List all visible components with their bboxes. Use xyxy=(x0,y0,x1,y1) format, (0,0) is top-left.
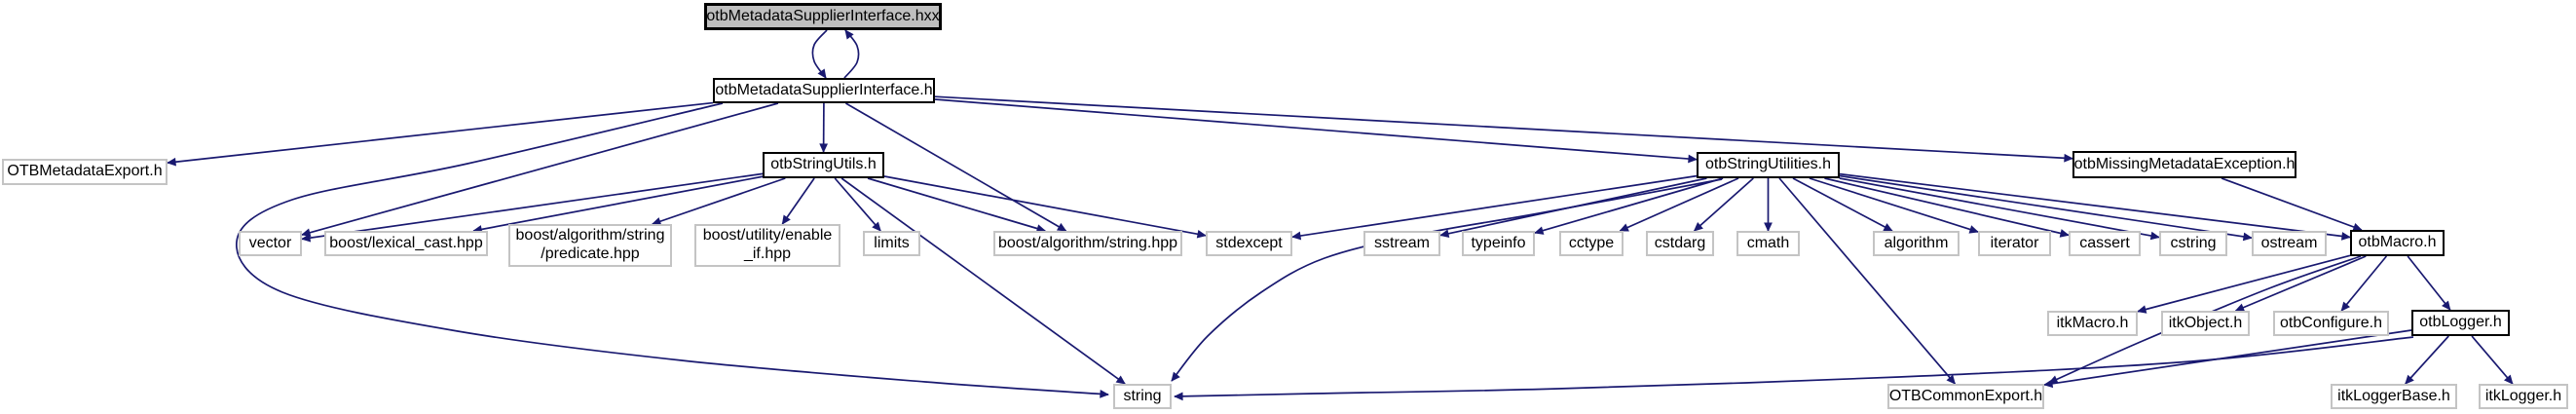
node-otbmetadataexport: OTBMetadataExport.h xyxy=(2,159,168,185)
node-itkloggerbase: itkLoggerBase.h xyxy=(2331,384,2457,409)
node-hxx: otbMetadataSupplierInterface.hxx xyxy=(704,3,942,30)
node-typeinfo: typeinfo xyxy=(1462,231,1535,256)
node-enableif: boost/utility/enable _if.hpp xyxy=(694,224,840,267)
edge-stringutils-to-stdexcept xyxy=(883,175,1207,239)
node-otbmacro[interactable]: otbMacro.h xyxy=(2350,230,2445,256)
edge-stringutilities-to-cassert xyxy=(1824,177,2070,238)
edge-otblogger-to-itklogger xyxy=(2471,335,2514,385)
node-predicate: boost/algorithm/string /predicate.hpp xyxy=(508,224,672,267)
edge-stringutils-to-algostring xyxy=(867,177,1047,233)
edge-stringutils-to-predicate xyxy=(651,177,786,226)
node-sstream: sstream xyxy=(1363,231,1440,256)
edge-h-to-stringutilities xyxy=(934,98,1698,164)
edge-stringutilities-to-stdexcept xyxy=(1291,174,1698,241)
edge-stringutilities-to-algorithm xyxy=(1792,177,1893,232)
edge-stringutils-to-string xyxy=(840,177,1126,385)
node-cctype: cctype xyxy=(1559,231,1624,256)
edge-hxx-to-h xyxy=(811,29,828,79)
node-algorithm: algorithm xyxy=(1873,231,1960,256)
edge-h-to-missingmeta xyxy=(934,95,2073,163)
edge-h-to-hxx xyxy=(843,29,860,79)
edge-stringutils-to-limits xyxy=(834,177,881,232)
edge-missingmeta-to-otbmacro xyxy=(2221,177,2363,232)
node-lexical: boost/lexical_cast.hpp xyxy=(324,231,488,256)
node-limits: limits xyxy=(863,231,920,256)
edge-stringutilities-to-otbcommonexport xyxy=(1778,177,1957,385)
node-otblogger[interactable]: otbLogger.h xyxy=(2411,310,2510,336)
node-vector: vector xyxy=(239,231,302,256)
node-algostring: boost/algorithm/string.hpp xyxy=(993,231,1182,256)
edge-stringutilities-to-cstring xyxy=(1839,177,2160,241)
edge-stringutilities-to-iterator xyxy=(1809,177,1979,234)
node-iterator: iterator xyxy=(1978,231,2051,256)
edge-stringutilities-to-otbmacro xyxy=(1839,172,2351,241)
node-string: string xyxy=(1113,384,1172,409)
edge-h-to-algostring xyxy=(845,102,1067,232)
node-cassert: cassert xyxy=(2069,231,2141,256)
edge-stringutils-to-lexical xyxy=(472,175,764,234)
edge-otbmacro-to-otbconfigure xyxy=(2340,255,2388,312)
edge-stringutilities-to-string xyxy=(1171,178,1723,382)
edge-otbmacro-to-itkobject xyxy=(2234,255,2367,312)
node-itkmacro: itkMacro.h xyxy=(2047,311,2138,336)
edge-otbmacro-to-itkmacro xyxy=(2137,254,2351,314)
node-cstdarg: cstdarg xyxy=(1646,231,1714,256)
edge-otblogger-to-itkloggerbase xyxy=(2405,335,2449,385)
node-h[interactable]: otbMetadataSupplierInterface.h xyxy=(713,78,935,103)
node-itklogger: itkLogger.h xyxy=(2479,384,2568,409)
edge-stringutils-to-enableif xyxy=(781,177,815,225)
node-stringutils[interactable]: otbStringUtils.h xyxy=(763,152,884,178)
edge-stringutilities-to-cstdarg xyxy=(1693,177,1754,232)
node-stdexcept: stdexcept xyxy=(1206,231,1292,256)
node-missingmeta[interactable]: otbMissingMetadataException.h xyxy=(2072,151,2296,178)
edge-otbmacro-to-otblogger xyxy=(2407,255,2451,311)
edge-otblogger-to-string xyxy=(1174,336,2414,401)
node-stringutilities[interactable]: otbStringUtilities.h xyxy=(1697,152,1840,178)
node-ostream: ostream xyxy=(2252,231,2327,256)
edge-stringutils-to-vector xyxy=(301,172,764,243)
node-itkobject: itkObject.h xyxy=(2161,311,2250,336)
edge-stringutilities-to-cctype xyxy=(1619,177,1739,232)
node-otbconfigure: otbConfigure.h xyxy=(2273,311,2389,336)
edge-stringutilities-to-typeinfo xyxy=(1534,177,1724,235)
edge-h-to-vector xyxy=(301,102,779,237)
node-cstring: cstring xyxy=(2159,231,2227,256)
edge-h-to-otbmetadataexport xyxy=(167,101,714,167)
edge-stringutilities-to-ostream xyxy=(1839,174,2253,242)
node-cmath: cmath xyxy=(1736,231,1800,256)
node-otbcommonexport: OTBCommonExport.h xyxy=(1887,384,2044,409)
edge-h-to-string xyxy=(236,102,1109,398)
